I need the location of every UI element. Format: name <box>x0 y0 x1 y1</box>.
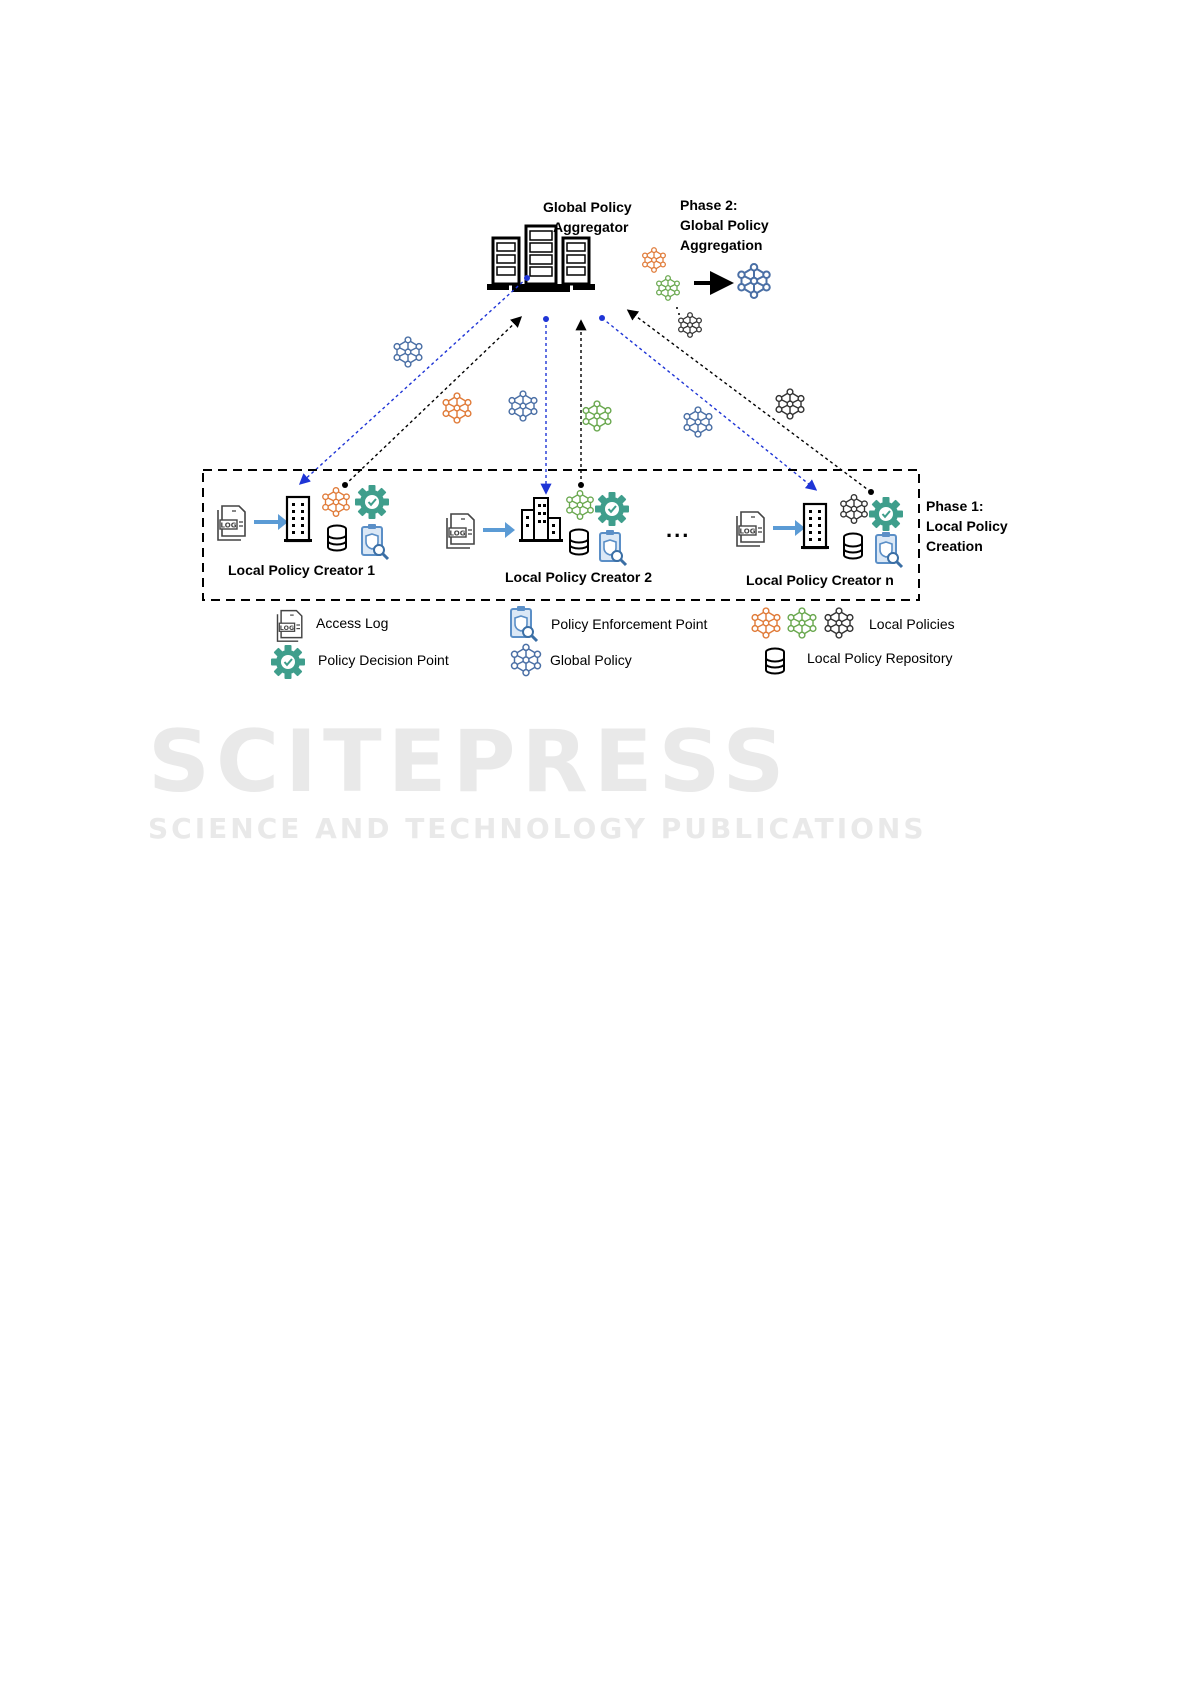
aggregator-title-line2: Aggregator <box>553 219 629 235</box>
aggregator-title-line1: Global Policy <box>543 199 632 215</box>
local-policy-green-icon <box>787 607 817 639</box>
policy-icons-in-transit <box>393 336 805 438</box>
local-policy-creator-1: LOG <box>217 484 390 561</box>
legend-access-log-label: Access Log <box>316 615 389 631</box>
local-policy-green-icon <box>656 275 680 301</box>
database-icon <box>843 532 863 560</box>
creator-n-label: Local Policy Creator n <box>746 572 894 588</box>
building-icon <box>518 497 564 543</box>
ellipsis: ... <box>666 517 691 542</box>
communication-arrows <box>298 275 874 495</box>
global-policy-icon <box>737 263 771 299</box>
global-policy-icon <box>510 643 542 677</box>
phase2-line2: Global Policy <box>680 217 769 233</box>
local-policy-creator-2: LOG <box>446 490 630 567</box>
global-policy-icon <box>508 390 538 422</box>
creator-2-label: Local Policy Creator 2 <box>505 569 653 585</box>
local-policy-orange-icon <box>642 247 666 273</box>
legend-pdp-label: Policy Decision Point <box>318 652 449 668</box>
database-icon <box>327 524 347 552</box>
policy-enforcement-point-icon <box>509 604 539 643</box>
local-policy-orange-icon <box>751 607 781 639</box>
creator-1-label: Local Policy Creator 1 <box>228 562 376 578</box>
phase1-line1: Phase 1: <box>926 498 984 514</box>
local-policy-green-icon <box>566 490 594 520</box>
phase2-line1: Phase 2: <box>680 197 738 213</box>
database-icon <box>569 528 589 556</box>
policy-enforcement-point-icon <box>360 522 390 561</box>
local-policy-green-icon <box>582 400 612 432</box>
log-icon-text: LOG <box>450 530 466 538</box>
legend-local-policies-label: Local Policies <box>869 616 955 632</box>
policy-decision-point-icon <box>270 644 306 680</box>
server-icon <box>487 224 595 292</box>
local-policy-black-icon <box>840 494 868 524</box>
watermark-title: SCITEPRESS <box>148 712 791 812</box>
log-icon-text: LOG <box>280 625 294 632</box>
building-icon <box>282 495 314 544</box>
legend-pep-label: Policy Enforcement Point <box>551 616 708 632</box>
local-policy-black-icon <box>775 388 805 420</box>
global-policy-icon <box>393 336 423 368</box>
legend-global-policy-label: Global Policy <box>550 652 632 668</box>
local-policy-black-icon <box>678 312 702 338</box>
local-policy-orange-icon <box>322 487 350 517</box>
local-policy-black-icon <box>824 607 854 639</box>
policy-decision-point-icon <box>594 491 630 527</box>
building-icon <box>799 502 831 551</box>
log-icon-text: LOG <box>740 528 756 536</box>
policy-decision-point-icon <box>354 484 390 520</box>
aggregation-illustration <box>642 247 771 338</box>
phase1-line2: Local Policy <box>926 518 1008 534</box>
legend-icons: LOG <box>270 604 854 680</box>
local-policy-orange-icon <box>442 392 472 424</box>
global-policy-icon <box>683 406 713 438</box>
watermark-subtitle: SCIENCE AND TECHNOLOGY PUBLICATIONS <box>148 812 927 845</box>
log-icon-text: LOG <box>221 522 237 530</box>
local-policy-creator-n: LOG <box>736 494 904 569</box>
policy-enforcement-point-icon <box>598 528 628 567</box>
phase1-boundary <box>202 469 920 601</box>
policy-enforcement-point-icon <box>874 530 904 569</box>
database-icon <box>765 647 785 675</box>
phase2-line3: Aggregation <box>680 237 763 253</box>
legend-local-policy-repository-label: Local Policy Repository <box>807 650 953 666</box>
policy-decision-point-icon <box>868 496 904 532</box>
phase1-line3: Creation <box>926 538 983 554</box>
